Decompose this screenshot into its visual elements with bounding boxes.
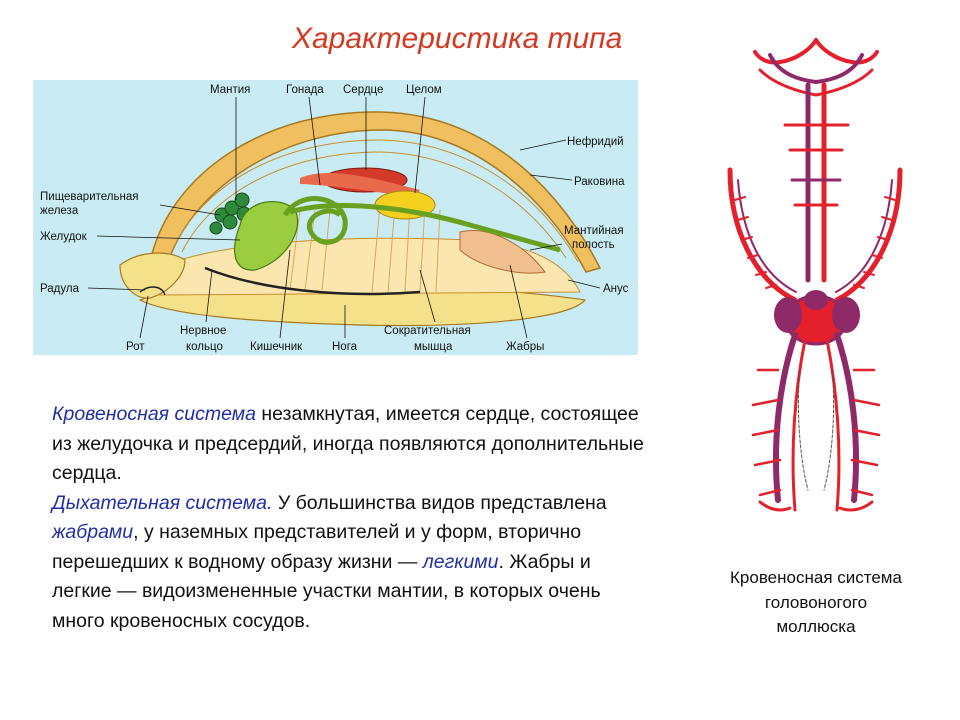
label-shell: Раковина (574, 176, 625, 188)
label-anus: Анус (603, 283, 629, 295)
cephalopod-circulatory-illustration (727, 38, 903, 512)
shell-shape (149, 111, 602, 273)
respiratory-text-part2: , у наземных представителей и у форм, вт… (52, 521, 582, 573)
caption-line-2: головоногого (764, 592, 868, 612)
stomach-shape (234, 201, 299, 271)
label-nephridium: Нефридий (567, 136, 624, 148)
respiratory-text-part1: У большинства видов представлена (272, 491, 607, 514)
label-radula: Радула (40, 283, 80, 295)
label-nerve-ring-2: кольцо (186, 341, 223, 353)
label-foot: Нога (332, 341, 358, 353)
label-mouth: Рот (126, 341, 145, 353)
label-mantle: Мантия (210, 84, 250, 96)
label-digestive-gland-2: железа (40, 205, 79, 217)
head-shape (119, 252, 186, 299)
label-stomach: Желудок (40, 231, 88, 243)
lungs-term: легкими (422, 550, 499, 573)
label-heart: Сердце (343, 84, 383, 96)
label-contractile-muscle-2: мышца (414, 341, 453, 353)
label-digestive-gland-1: Пищеварительная (40, 191, 138, 203)
circulatory-system-text: незамкнутая, имеется сердце, состоящее и… (52, 403, 644, 484)
description-text: Кровеносная система незамкнутая, имеется… (52, 400, 652, 636)
label-gills: Жабры (506, 341, 544, 353)
label-contractile-muscle-1: Сократительная (384, 325, 471, 337)
label-mantle-cavity-1: Мантийная (564, 225, 624, 237)
label-gonad: Гонада (286, 84, 324, 96)
caption-line-1: Кровеносная система (730, 568, 902, 587)
page-title: Характеристика типа (292, 22, 623, 55)
caption-line-3: моллюска (776, 617, 856, 636)
label-coelom: Целом (406, 84, 442, 96)
gills-term: жабрами (52, 521, 134, 543)
respiratory-text-part3: . Жабры и легкие — видоизмененные участк… (52, 550, 601, 632)
label-intestine: Кишечник (250, 341, 303, 353)
label-mantle-cavity-2: полость (572, 239, 615, 251)
intestine-shape (282, 196, 561, 253)
label-nerve-ring-1: Нервное (180, 325, 226, 337)
illustration-caption: Кровеносная система головоногого моллюск… (700, 566, 932, 640)
gonad-shape (300, 172, 420, 198)
respiratory-system-term: Дыхательная система. (52, 491, 273, 514)
nerve-cord (204, 266, 421, 296)
circulatory-system-term: Кровеносная система (52, 403, 256, 425)
gills-shape (459, 230, 546, 274)
